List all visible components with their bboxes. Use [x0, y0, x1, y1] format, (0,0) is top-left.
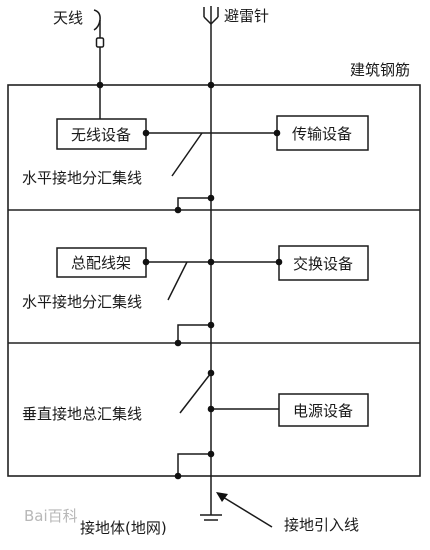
- junction-dot: [207, 321, 215, 329]
- junction-dot: [273, 129, 281, 137]
- floor1-leader: [171, 132, 203, 177]
- transmission-equipment-box: 传输设备: [276, 115, 369, 151]
- antenna-label: 天线: [53, 9, 83, 27]
- junction-dot: [142, 129, 150, 137]
- ground-icon: [200, 514, 222, 521]
- junction-dot: [207, 81, 215, 89]
- junction-dot: [96, 81, 104, 89]
- svg-text:无线设备: 无线设备: [71, 126, 131, 144]
- junction-dot: [174, 472, 182, 480]
- vertical-bus-label: 垂直接地总汇集线: [22, 405, 142, 423]
- svg-text:交换设备: 交换设备: [293, 255, 353, 273]
- svg-text:传输设备: 传输设备: [292, 125, 352, 143]
- ground-lead-pointer: [216, 492, 273, 528]
- ground-body-label: 接地体(地网): [80, 519, 167, 537]
- switching-equipment-box: 交换设备: [278, 245, 369, 281]
- junction-dot: [174, 339, 182, 347]
- watermark-logo: Bai百科: [24, 507, 78, 525]
- junction-dot: [207, 194, 215, 202]
- ground-lead-label: 接地引入线: [284, 516, 359, 534]
- junction-dot: [142, 258, 150, 266]
- power-equipment-box: 电源设备: [278, 393, 369, 427]
- junction-dot: [174, 206, 182, 214]
- junction-dot: [207, 450, 215, 458]
- floor3-leader: [179, 372, 212, 414]
- building-steel-label: 建筑钢筋: [350, 61, 410, 79]
- horizontal-bus-label-1: 水平接地分汇集线: [22, 169, 142, 187]
- junction-dot: [275, 258, 283, 266]
- floor3-steel-link: [177, 453, 211, 476]
- floor1-steel-link: [177, 197, 211, 210]
- junction-dot: [207, 405, 215, 413]
- wireless-equipment-box: 无线设备: [56, 118, 147, 150]
- lightning-rod-label: 避雷针: [224, 7, 269, 25]
- main-distribution-frame-box: 总配线架: [56, 247, 147, 278]
- svg-text:总配线架: 总配线架: [71, 254, 131, 272]
- junction-dot: [207, 258, 215, 266]
- antenna-icon: [93, 9, 105, 119]
- floor2-steel-link: [177, 324, 211, 343]
- floor2-leader: [167, 261, 188, 301]
- svg-text:电源设备: 电源设备: [293, 402, 353, 420]
- horizontal-bus-label-2: 水平接地分汇集线: [22, 293, 142, 311]
- lightning-rod-icon: [203, 6, 219, 85]
